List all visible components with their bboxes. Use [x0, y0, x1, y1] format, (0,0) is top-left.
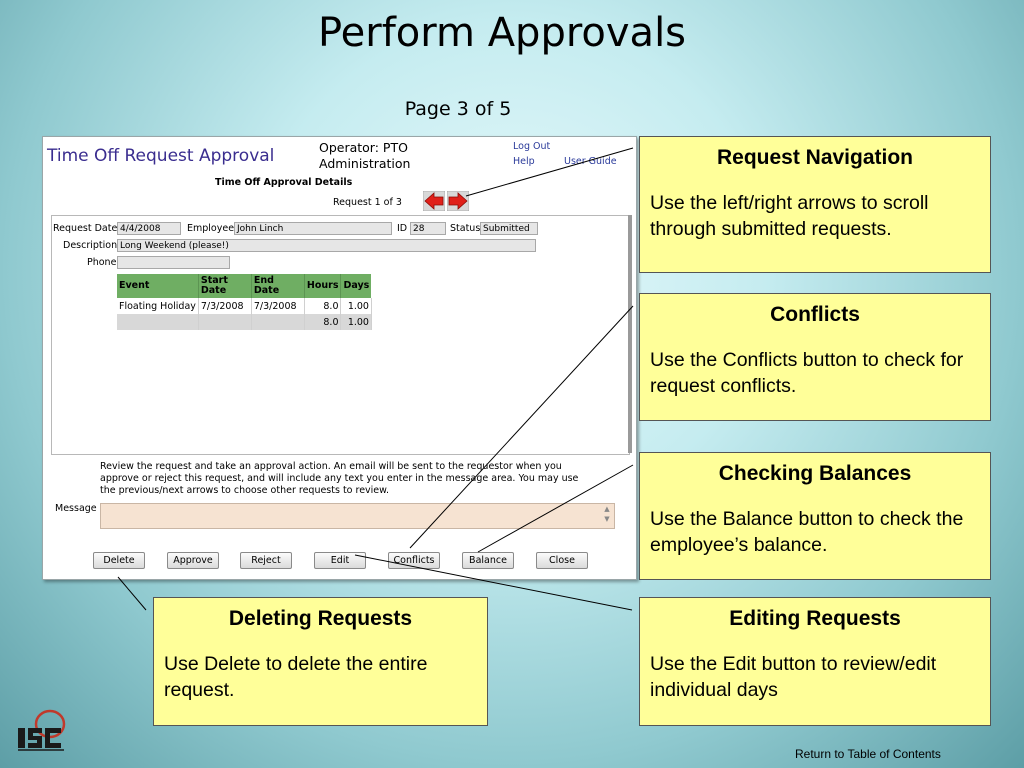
close-button[interactable]: Close — [536, 552, 588, 569]
callout-request-navigation: Request Navigation Use the left/right ar… — [639, 136, 991, 273]
isc-logo-icon — [14, 708, 72, 760]
details-pane — [51, 215, 630, 455]
slide-title: Perform Approvals — [317, 10, 687, 56]
callout-body: Use the Edit button to review/edit indiv… — [650, 653, 937, 701]
instructions-text: Review the request and take an approval … — [100, 461, 579, 496]
callout-body: Use Delete to delete the entire request. — [164, 653, 428, 701]
status-label: Status — [450, 223, 481, 234]
table-cell: 8.0 — [304, 314, 342, 330]
leader-line-conflicts — [409, 305, 634, 549]
description-label: Description — [63, 240, 118, 251]
callout-checking-balances: Checking Balances Use the Balance button… — [639, 452, 991, 580]
app-window: Time Off Request Approval Operator: PTO … — [42, 136, 637, 580]
employee-field[interactable]: John Linch — [234, 222, 392, 235]
table-cell: 8.0 — [304, 298, 342, 314]
callout-heading: Checking Balances — [718, 462, 912, 485]
details-title: Time Off Approval Details — [215, 177, 353, 188]
operator-label: Operator: PTO Administration — [319, 140, 411, 171]
table-cell: 1.00 — [340, 314, 372, 330]
callout-body: Use the Balance button to check the empl… — [650, 508, 964, 556]
table-cell: 7/3/2008 — [198, 298, 252, 314]
app-title: Time Off Request Approval — [47, 146, 275, 166]
column-header-days: Days — [340, 274, 372, 298]
logout-link[interactable]: Log Out — [513, 141, 551, 152]
table-row[interactable]: Floating Holiday 7/3/2008 7/3/2008 8.0 1… — [117, 298, 372, 314]
arrow-left-icon[interactable] — [422, 190, 446, 212]
table-cell: 7/3/2008 — [251, 298, 305, 314]
request-date-label: Request Date — [53, 223, 118, 234]
table-cell: Floating Holiday — [117, 298, 199, 314]
callout-heading: Deleting Requests — [228, 607, 413, 630]
edit-button[interactable]: Edit — [314, 552, 366, 569]
arrow-right-icon[interactable] — [446, 190, 470, 212]
callout-editing-requests: Editing Requests Use the Edit button to … — [639, 597, 991, 726]
conflicts-button[interactable]: Conflicts — [388, 552, 440, 569]
column-header-hours: Hours — [304, 274, 342, 298]
phone-field[interactable] — [117, 256, 230, 269]
column-header-start-date: Start Date — [198, 274, 252, 298]
callout-heading: Conflicts — [770, 303, 860, 326]
callout-body: Use the Conflicts button to check for re… — [650, 349, 964, 397]
request-days-table: Event Start Date End Date Hours Days Flo… — [117, 274, 372, 330]
request-count: Request 1 of 3 — [333, 197, 402, 208]
leader-line-delete — [117, 576, 147, 611]
approve-button[interactable]: Approve — [167, 552, 219, 569]
id-label: ID — [397, 223, 408, 234]
balance-button[interactable]: Balance — [462, 552, 514, 569]
callout-deleting-requests: Deleting Requests Use Delete to delete t… — [153, 597, 488, 726]
reject-button[interactable]: Reject — [240, 552, 292, 569]
leader-line-edit — [354, 554, 633, 611]
table-total-row: 8.0 1.00 — [117, 314, 372, 330]
message-label: Message — [55, 503, 97, 514]
leader-line-navigation — [465, 147, 634, 197]
user-guide-link[interactable]: User Guide — [564, 156, 617, 167]
phone-label: Phone — [87, 257, 117, 268]
message-input[interactable] — [100, 503, 615, 529]
return-to-contents-link[interactable]: Return to Table of Contents — [795, 747, 941, 761]
callout-body: Use the left/right arrows to scroll thro… — [650, 192, 929, 240]
table-cell: 1.00 — [340, 298, 372, 314]
id-field[interactable]: 28 — [410, 222, 446, 235]
status-field[interactable]: Submitted — [480, 222, 538, 235]
description-field[interactable]: Long Weekend (please!) — [117, 239, 536, 252]
help-link[interactable]: Help — [513, 156, 535, 167]
column-header-end-date: End Date — [251, 274, 305, 298]
column-header-event: Event — [117, 274, 199, 298]
message-scrollbar[interactable]: ▲▼ — [604, 505, 610, 523]
table-cell — [117, 314, 199, 330]
slide-subtitle: Page 3 of 5 — [404, 98, 512, 120]
delete-button[interactable]: Delete — [93, 552, 145, 569]
callout-heading: Editing Requests — [729, 607, 901, 630]
table-cell — [198, 314, 252, 330]
request-date-field[interactable]: 4/4/2008 — [117, 222, 181, 235]
callout-conflicts: Conflicts Use the Conflicts button to ch… — [639, 293, 991, 421]
leader-line-balance — [477, 464, 634, 553]
pane-scrollbar[interactable] — [628, 215, 632, 453]
callout-heading: Request Navigation — [716, 146, 914, 169]
employee-label: Employee — [187, 223, 235, 234]
table-cell — [251, 314, 305, 330]
